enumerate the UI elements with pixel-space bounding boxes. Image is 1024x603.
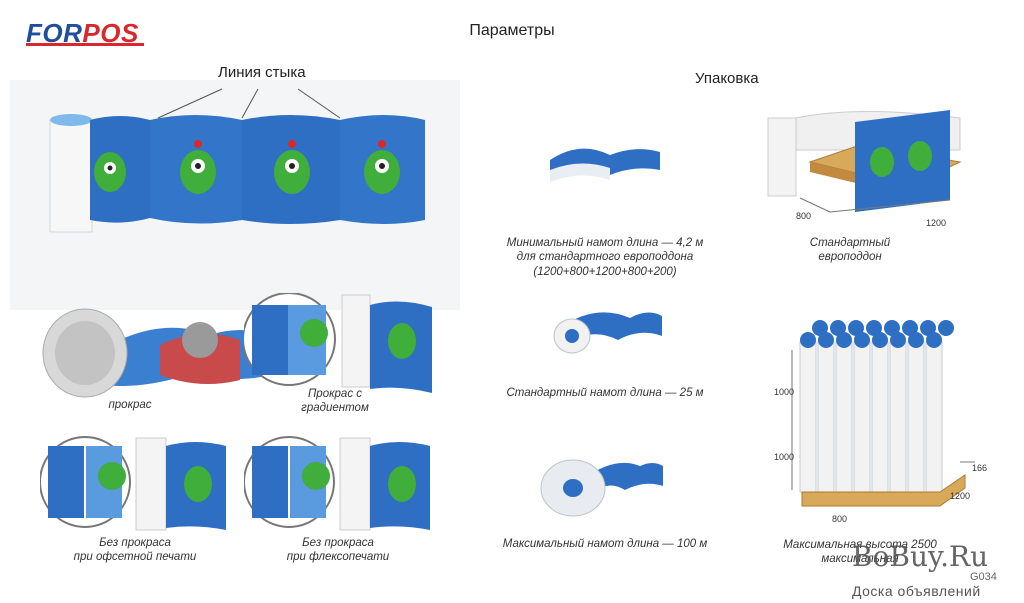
caption-gradient-line2: градиентом bbox=[301, 402, 369, 415]
caption-min-roll: Минимальный намот длина — 4,2 м для стан… bbox=[480, 236, 730, 279]
dim-pallet2-800: 800 bbox=[832, 514, 848, 524]
caption-no-paint-flexo-line2: при флексопечати bbox=[286, 551, 390, 564]
max-roll-illustration bbox=[540, 459, 663, 517]
watermark-code: G034 bbox=[970, 571, 997, 583]
caption-gradient-line1: Прокрас с bbox=[307, 388, 363, 400]
banner-roll-illustration bbox=[10, 80, 460, 310]
no-paint-flexo-illustration bbox=[244, 436, 430, 531]
caption-min-roll-line2: для стандартного европоддона bbox=[516, 251, 694, 264]
dim-pallet2-1000-lower: 1000 bbox=[774, 452, 795, 462]
caption-no-paint-flexo-line1: Без прокраса bbox=[302, 537, 374, 549]
dim-pallet2-1200: 1200 bbox=[950, 491, 971, 501]
caption-min-roll-line3: (1200+800+1200+800+200) bbox=[533, 265, 677, 278]
min-roll-illustration bbox=[550, 148, 660, 182]
dim-pallet2-1000-upper: 1000 bbox=[774, 387, 795, 397]
caption-euro-pallet-line1: Стандартный bbox=[809, 237, 891, 249]
caption-no-paint-offset: Без прокраса при офсетной печати bbox=[55, 536, 215, 565]
page-title: Параметры bbox=[469, 22, 555, 39]
caption-max-height-line1: Максимальная высота 2500 bbox=[783, 539, 937, 551]
caption-euro-pallet: Стандартный европоддон bbox=[795, 236, 905, 265]
caption-min-roll-line1: Минимальный намот длина — 4,2 м bbox=[506, 237, 704, 249]
dim-pallet1-1200: 1200 bbox=[926, 218, 947, 228]
std-roll-illustration bbox=[553, 312, 662, 354]
caption-no-paint-offset-line2: при офсетной печати bbox=[73, 551, 197, 564]
euro-pallet-illustration bbox=[767, 110, 962, 213]
caption-no-paint-flexo: Без прокраса при флексопечати bbox=[258, 536, 418, 565]
caption-no-paint-offset-line1: Без прокраса bbox=[99, 537, 171, 549]
caption-std-roll: Стандартный намот длина — 25 м bbox=[506, 387, 704, 399]
dim-pallet2-166: 166 bbox=[972, 463, 988, 473]
painted-rolls-illustration bbox=[42, 308, 270, 398]
caption-max-height-line2: максимальная bbox=[821, 553, 899, 566]
caption-max-roll: Максимальный намот длина — 100 м bbox=[502, 538, 708, 550]
logo-underline bbox=[26, 43, 144, 46]
packaging-label: Упаковка bbox=[695, 70, 759, 87]
watermark-subtitle: Доска объявлений bbox=[852, 583, 981, 599]
watermark-brand: BoBuy.Ru bbox=[852, 540, 989, 573]
gradient-paint-illustration bbox=[244, 293, 432, 393]
caption-euro-pallet-line2: европоддон bbox=[818, 251, 882, 264]
stacked-pallet-illustration bbox=[791, 320, 975, 507]
caption-max-height: Максимальная высота 2500 максимальная bbox=[760, 538, 960, 567]
caption-painted: прокрас bbox=[108, 399, 152, 411]
caption-gradient: Прокрас с градиентом bbox=[280, 387, 390, 416]
dim-pallet1-800: 800 bbox=[796, 211, 812, 221]
no-paint-offset-illustration bbox=[40, 436, 226, 531]
joint-line-label: Линия стыка bbox=[218, 64, 306, 81]
